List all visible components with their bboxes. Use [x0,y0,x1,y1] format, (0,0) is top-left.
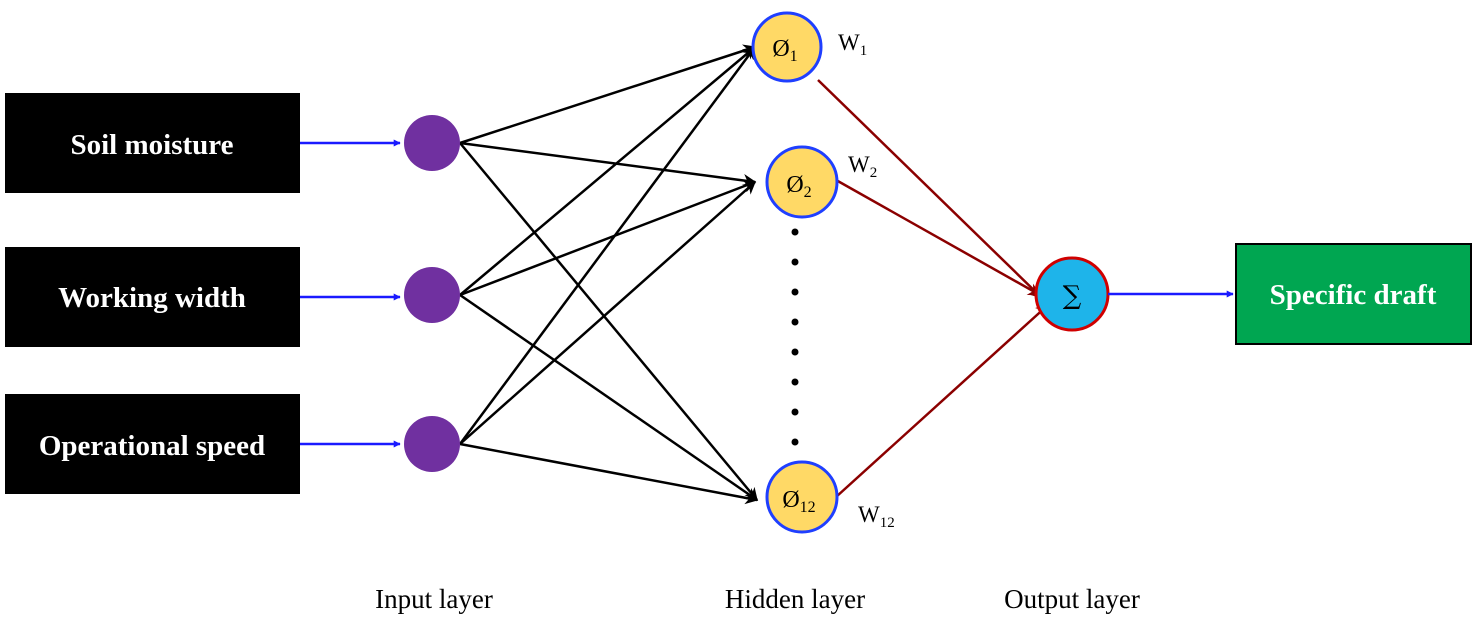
connection-line [459,46,756,296]
input-label: Operational speed [39,430,265,462]
input-box-soil-moisture: Soil moisture [5,93,300,193]
hidden-output-connections [817,79,1049,498]
hidden-node-label: Ø1 [772,36,797,65]
output-label: Specific draft [1270,279,1437,311]
output-node: ∑ [1034,256,1110,332]
ellipsis-dot [791,318,799,326]
weight-line [817,79,1043,299]
input-hidden-connections [458,44,759,505]
connection-line [458,45,757,445]
hidden-ellipsis [791,228,799,446]
input-node [404,267,460,323]
ellipsis-dot [791,228,799,236]
output-layer-label: Output layer [1004,584,1140,614]
ellipsis-dot [791,348,799,356]
connection-line [459,142,758,501]
input-box-working-width: Working width [5,247,300,347]
input-label: Working width [58,282,246,314]
weight-line [835,178,1042,297]
hidden-layer-label: Hidden layer [725,584,865,614]
input-node [404,416,460,472]
input-box-operational-speed: Operational speed [5,394,300,494]
output-box-specific-draft: Specific draft [1235,243,1472,345]
input-label: Soil moisture [71,129,234,161]
hidden-node-12: Ø12 [765,460,839,534]
ellipsis-dot [791,408,799,416]
ellipsis-dot [791,438,799,446]
hidden-node-label: Ø2 [786,172,811,201]
sum-symbol: ∑ [1063,281,1082,311]
input-node [404,115,460,171]
ellipsis-dot [791,288,799,296]
hidden-node-2: Ø2 [765,145,839,219]
weight-label-12: W12 [858,502,895,531]
ellipsis-dot [791,258,799,266]
ellipsis-dot [791,378,799,386]
connection-line [459,181,756,445]
connection-line [459,44,757,145]
input-layer-label: Input layer [375,584,493,614]
connection-line [459,180,757,297]
hidden-node-label: Ø12 [782,487,815,516]
connection-line [459,293,759,502]
connection-line [459,442,759,505]
weight-line [835,304,1049,498]
weight-label-2: W2 [848,152,877,181]
connection-line [459,141,757,187]
weight-label-1: W1 [838,30,867,59]
hidden-node-1: Ø1 [751,11,823,83]
